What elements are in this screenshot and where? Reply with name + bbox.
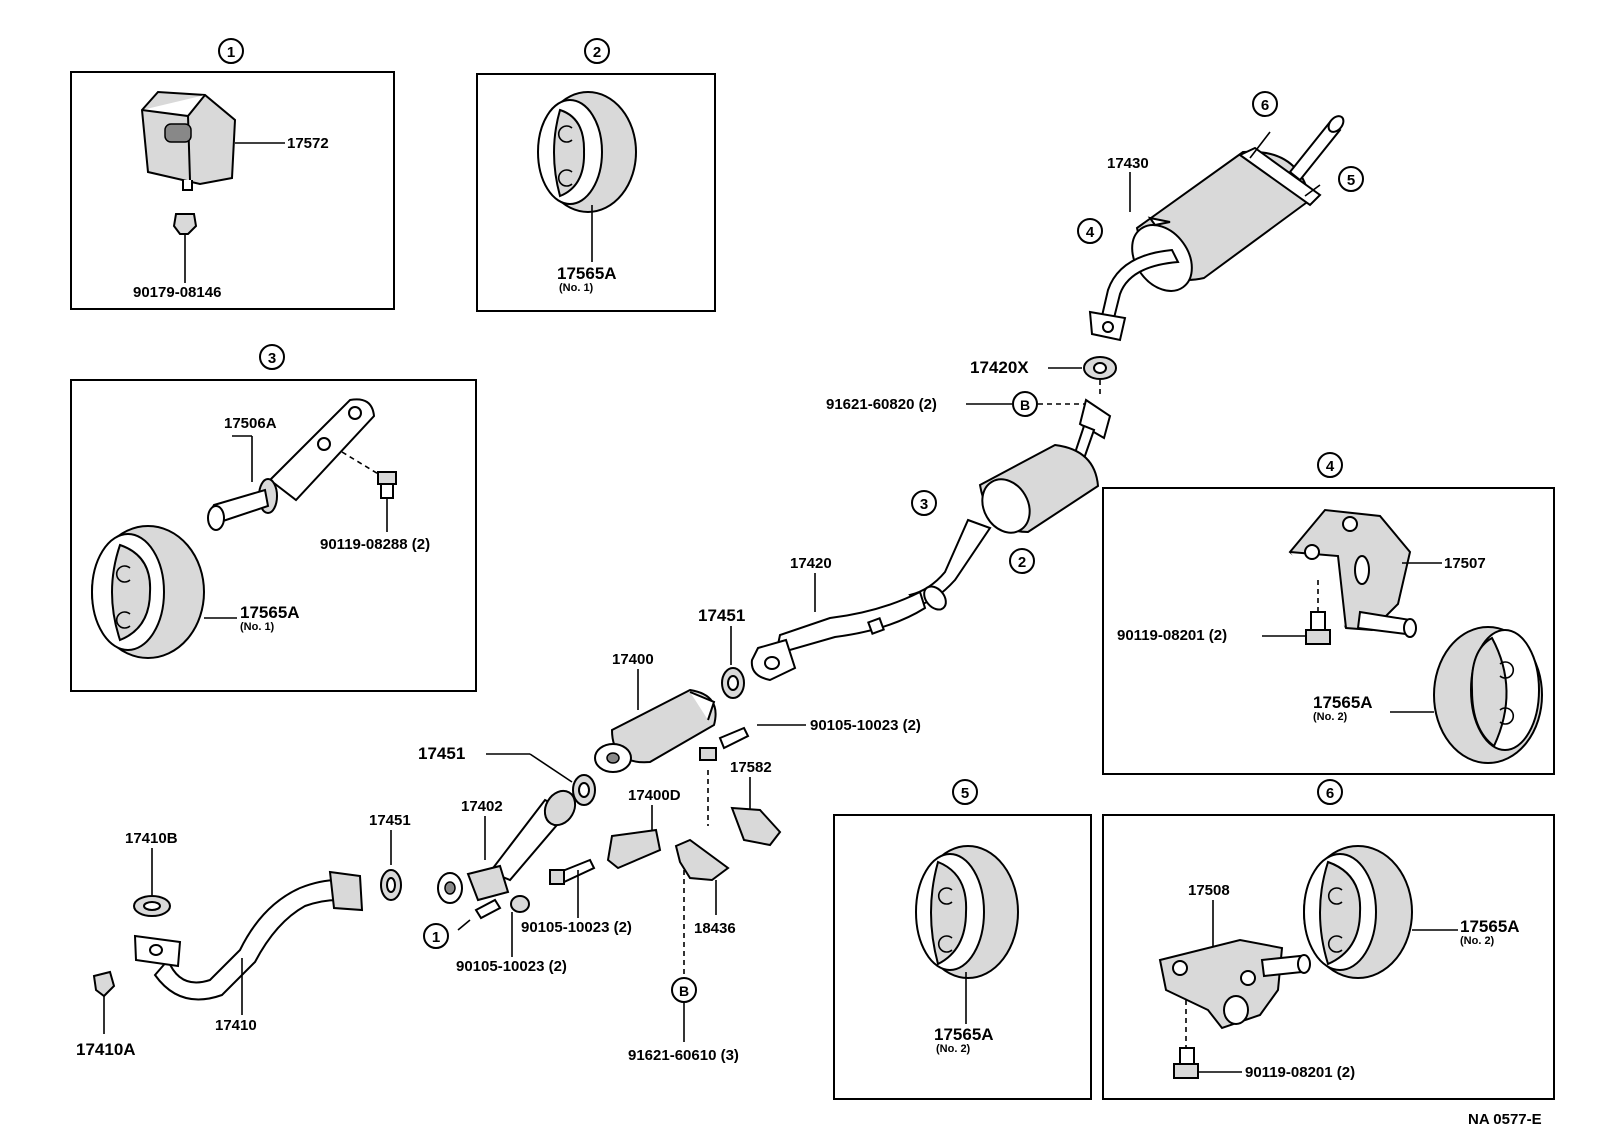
inset-box-3: 3 17506A 90119-08288 (2) 17565A (No. 1)	[70, 344, 477, 692]
callout-number: 1	[432, 929, 440, 946]
part-label-17565A: 17565A	[1313, 693, 1373, 712]
bracket-part-18436: 18436	[674, 838, 736, 978]
part-label-91621-60820: 91621-60820 (2)	[826, 396, 937, 413]
nut-part-17410A: 17410A	[76, 970, 136, 1059]
hanger-rod-bracket-part	[207, 398, 376, 531]
part-label-17507: 17507	[1444, 555, 1486, 572]
bolt-part-90105-middle: 90105-10023 (2)	[521, 858, 632, 936]
part-label-17565A: 17565A	[934, 1025, 994, 1044]
gasket-part-17451-upper: 17451	[698, 606, 745, 699]
part-label-17400D: 17400D	[628, 787, 681, 804]
part-label-17410A: 17410A	[76, 1040, 136, 1059]
gasket-part-17410B: 17410B	[125, 830, 178, 917]
part-label-17582: 17582	[730, 759, 772, 776]
rubber-hanger-part	[1433, 626, 1543, 764]
callout-number: 4	[1086, 224, 1095, 241]
inset-frame	[70, 379, 477, 692]
hanger-bracket-part	[1158, 938, 1311, 1030]
part-label-17565A: 17565A	[240, 603, 300, 622]
callout-circle	[218, 38, 244, 64]
callout-number: 2	[1018, 554, 1026, 571]
callout-number: 6	[1326, 785, 1334, 802]
part-label-17420: 17420	[790, 555, 832, 572]
part-label-17410: 17410	[215, 1017, 257, 1034]
gasket-part-17420X: 17420X	[970, 356, 1117, 380]
part-label-17572: 17572	[287, 135, 329, 152]
callout-number: 3	[920, 496, 928, 513]
bracket-part-17400D: 17400D	[606, 787, 681, 870]
bolt-part	[1173, 1047, 1199, 1079]
part-label-90105-upper: 90105-10023 (2)	[810, 717, 921, 734]
inset-box-4: 4 17507 90119-08201 (2) 17565A (No. 2)	[1102, 452, 1555, 775]
rubber-hanger-part	[91, 525, 205, 659]
inset-frame	[1102, 487, 1555, 775]
part-label-17451-lower: 17451	[369, 812, 411, 829]
part-note: (No. 1)	[559, 282, 594, 294]
callout-letter: B	[1020, 397, 1030, 413]
gasket-part-17451-middle: 17451	[418, 744, 596, 806]
inset-box-2: 2 17565A (No. 1)	[476, 38, 716, 312]
part-label-90119: 90119-08288 (2)	[320, 536, 430, 553]
bolt-callout-B-upper: 91621-60820 (2) B	[826, 380, 1101, 417]
part-label-17508: 17508	[1188, 882, 1230, 899]
center-pipe-assembly: 3 2 17420	[750, 398, 1112, 682]
bolt-part	[377, 471, 397, 499]
part-label-17451-middle: 17451	[418, 744, 465, 763]
bolt-callout-B-lower: B 91621-60610 (3)	[628, 977, 739, 1064]
part-note: (No. 2)	[1460, 935, 1495, 947]
callout-number: 6	[1261, 97, 1269, 114]
exhaust-pipe-part-17410: 17410	[133, 870, 364, 1034]
inset-box-5: 5 17565A (No. 2)	[833, 779, 1092, 1100]
inset-frame	[476, 73, 716, 312]
diagram-reference-code: NA 0577-E	[1468, 1111, 1542, 1128]
bracket-part-17582: 17582	[707, 759, 782, 847]
inset-frame	[1102, 814, 1555, 1100]
front-pipe-part-17402: 17402	[437, 789, 577, 931]
rubber-hanger-part	[915, 845, 1019, 979]
part-label-90119: 90119-08201 (2)	[1245, 1064, 1355, 1081]
rubber-hanger-part	[1303, 845, 1413, 979]
callout-number: 2	[593, 44, 601, 61]
rubber-hanger-part	[537, 91, 637, 213]
part-label-90105-lower: 90105-10023 (2)	[456, 958, 567, 975]
nut-part	[172, 213, 198, 235]
callout-number: 1	[227, 44, 235, 61]
part-label-17420X: 17420X	[970, 358, 1029, 377]
callout-letter: B	[679, 983, 689, 999]
part-label-18436: 18436	[694, 920, 736, 937]
part-label-90105-middle: 90105-10023 (2)	[521, 919, 632, 936]
part-label-90179: 90179-08146	[133, 284, 221, 301]
part-label-90119: 90119-08201 (2)	[1117, 627, 1227, 644]
part-label-17402: 17402	[461, 798, 503, 815]
part-label-91621-60610: 91621-60610 (3)	[628, 1047, 739, 1064]
inset-frame	[833, 814, 1092, 1100]
bolt-part	[1305, 611, 1331, 645]
hanger-bracket-part	[140, 90, 237, 191]
part-note: (No. 1)	[240, 621, 275, 633]
callout-number: 4	[1326, 458, 1335, 475]
part-label-17565A: 17565A	[1460, 917, 1520, 936]
hanger-bracket-part	[1288, 508, 1417, 638]
inset-box-6: 6 17508 17565A (No. 2) 90119-08201 (2)	[1102, 779, 1555, 1100]
part-label-17410B: 17410B	[125, 830, 178, 847]
part-label-17565A: 17565A	[557, 264, 617, 283]
part-label-17430: 17430	[1107, 155, 1149, 172]
inset-box-1: 1 17572 90179-08146	[70, 38, 395, 310]
inset-frame	[70, 71, 395, 310]
callout-number: 5	[961, 785, 969, 802]
bolt-part-90105-lower: 90105-10023 (2) 1	[423, 895, 567, 975]
part-label-17400: 17400	[612, 651, 654, 668]
bolt-part-90105-upper: 90105-10023 (2)	[699, 717, 921, 761]
callout-number: 3	[268, 350, 276, 367]
callout-number: 5	[1347, 172, 1355, 189]
catalytic-converter-part: 17400	[594, 651, 717, 773]
part-label-17451-upper: 17451	[698, 606, 745, 625]
part-note: (No. 2)	[936, 1043, 971, 1055]
part-label-17506A: 17506A	[224, 415, 277, 432]
gasket-part-17451-lower: 17451	[369, 812, 411, 901]
part-note: (No. 2)	[1313, 711, 1348, 723]
tail-muffler-assembly: 6 5 4 17430	[1077, 91, 1364, 342]
